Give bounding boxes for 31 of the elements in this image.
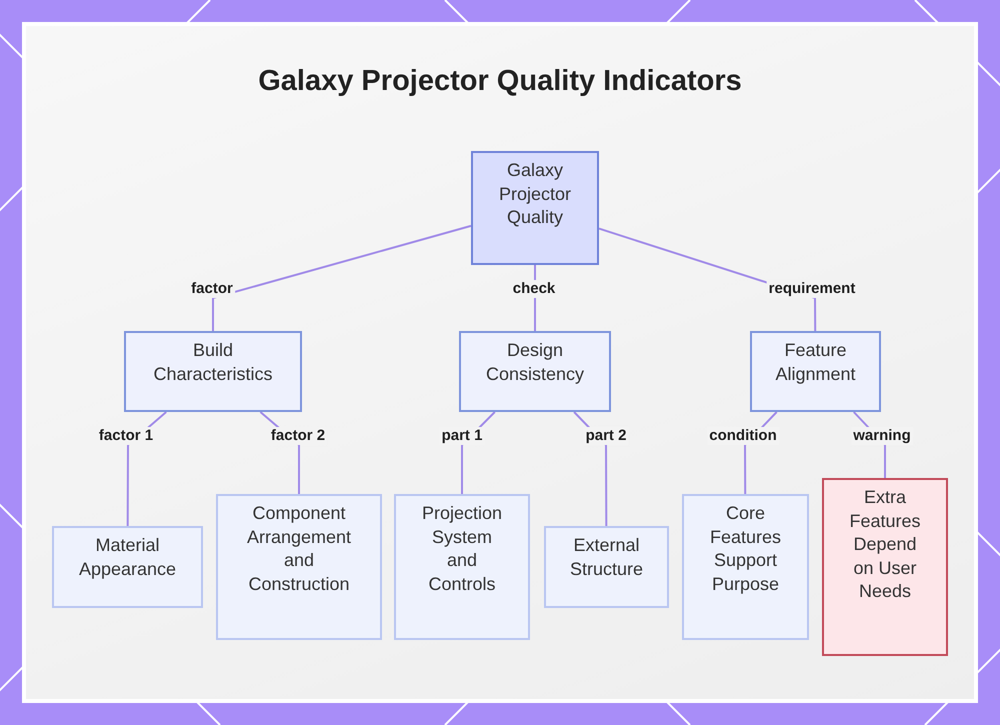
edge-label: part 1: [440, 427, 484, 445]
detail-box: [52, 526, 203, 608]
node-label: Core Features Support Purpose: [708, 502, 782, 596]
detail-box: [216, 494, 382, 640]
warning-box: [822, 478, 948, 656]
edge-label: condition: [707, 427, 779, 445]
node-label: Component Arrangement and Construction: [246, 502, 352, 596]
diagram-title: Galaxy Projector Quality Indicators: [257, 64, 743, 99]
edge-label: requirement: [766, 280, 858, 298]
topic-box: [471, 151, 599, 265]
node-label: Projection System and Controls: [420, 502, 504, 596]
node-label: External Structure: [568, 534, 644, 580]
node-label: Design Consistency: [484, 339, 586, 386]
connector-line: [212, 224, 472, 331]
node-label: Build Characteristics: [152, 339, 274, 386]
node-label: Extra Features Depend on User Needs: [848, 486, 922, 603]
node-label: Galaxy Projector Quality: [498, 159, 572, 229]
edge-label: part 2: [584, 427, 628, 445]
category-box: [459, 331, 611, 412]
edge-label: check: [510, 280, 558, 298]
edge-label: factor 1: [96, 427, 156, 445]
detail-box: [544, 526, 669, 608]
node-label: Feature Alignment: [774, 339, 857, 386]
detail-box: [682, 494, 809, 640]
edge-label: warning: [851, 427, 913, 445]
detail-box: [394, 494, 530, 640]
category-box: [750, 331, 881, 412]
edge-label: factor: [189, 280, 235, 298]
edge-label: factor 2: [268, 427, 328, 445]
category-box: [124, 331, 302, 412]
node-label: Material Appearance: [78, 534, 178, 581]
